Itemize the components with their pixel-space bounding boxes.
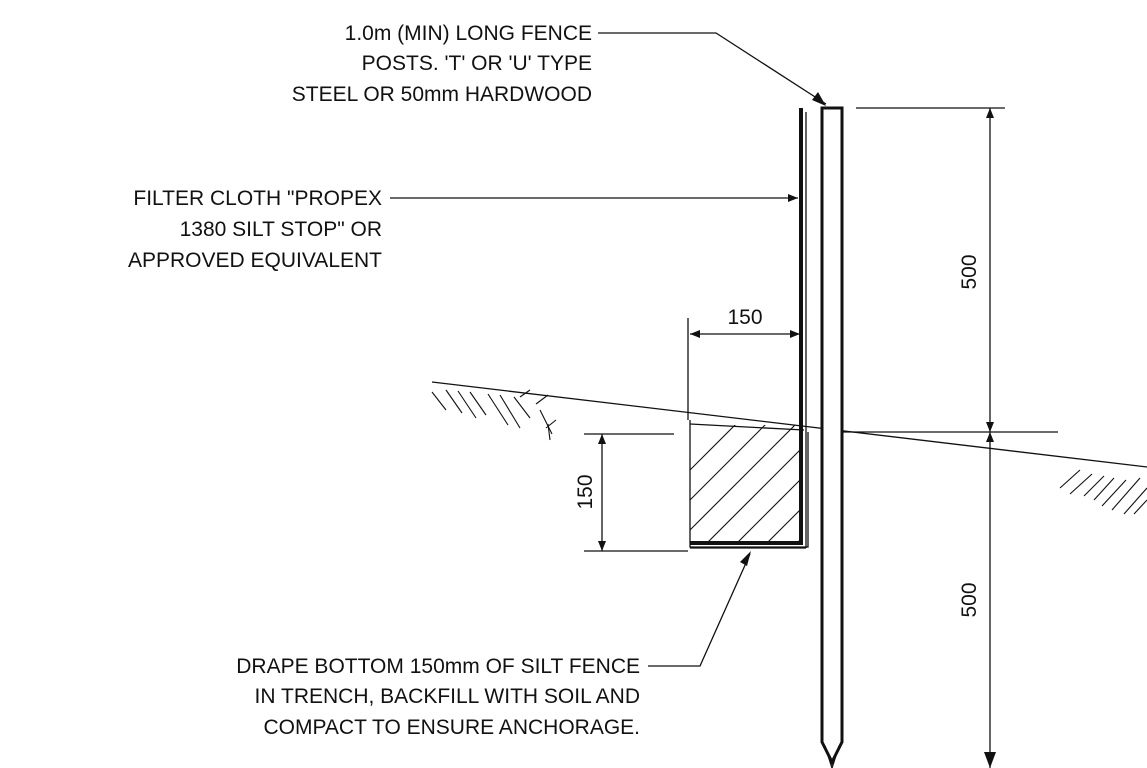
drape-note-line-2: IN TRENCH, BACKFILL WITH SOIL AND (255, 685, 640, 708)
drape-note-line-3: COMPACT TO ENSURE ANCHORAGE. (263, 716, 640, 739)
fence-post (820, 106, 844, 766)
post-note-line-3: STEEL OR 50mm HARDWOOD (292, 83, 592, 106)
trench-backfill-hatch (690, 425, 802, 543)
post-note: 1.0m (MIN) LONG FENCE POSTS. 'T' OR 'U' … (292, 22, 592, 106)
drape-note: DRAPE BOTTOM 150mm OF SILT FENCE IN TREN… (236, 655, 640, 739)
dim-post-above: 500 (856, 107, 1005, 432)
drape-note-leader (648, 553, 751, 667)
cloth-note: FILTER CLOTH "PROPEX 1380 SILT STOP" OR … (128, 187, 382, 272)
ground-hatch-left (431, 389, 557, 441)
dim-trench-width: 150 (687, 306, 800, 420)
trench-top (689, 423, 805, 431)
cloth-note-line-3: APPROVED EQUIVALENT (128, 249, 382, 272)
drape-note-line-1: DRAPE BOTTOM 150mm OF SILT FENCE (236, 655, 640, 678)
ground-line (431, 381, 1147, 468)
dim-trench-depth-label: 150 (574, 474, 597, 509)
cloth-note-line-1: FILTER CLOTH "PROPEX (133, 187, 382, 210)
ground-hatch-right (1059, 469, 1147, 515)
dim-trench-width-label: 150 (727, 306, 762, 329)
trench-outline (689, 420, 809, 548)
cloth-note-line-2: 1380 SILT STOP" OR (180, 218, 382, 241)
filter-cloth (690, 108, 803, 545)
dim-post-below: 500 (958, 432, 996, 768)
post-note-leader (598, 32, 827, 105)
dim-post-above-label: 500 (958, 254, 981, 289)
post-note-line-1: 1.0m (MIN) LONG FENCE (345, 22, 592, 45)
dim-trench-depth: 150 (574, 433, 688, 552)
dim-post-below-label: 500 (958, 582, 981, 617)
post-note-line-2: POSTS. 'T' OR 'U' TYPE (362, 52, 592, 75)
